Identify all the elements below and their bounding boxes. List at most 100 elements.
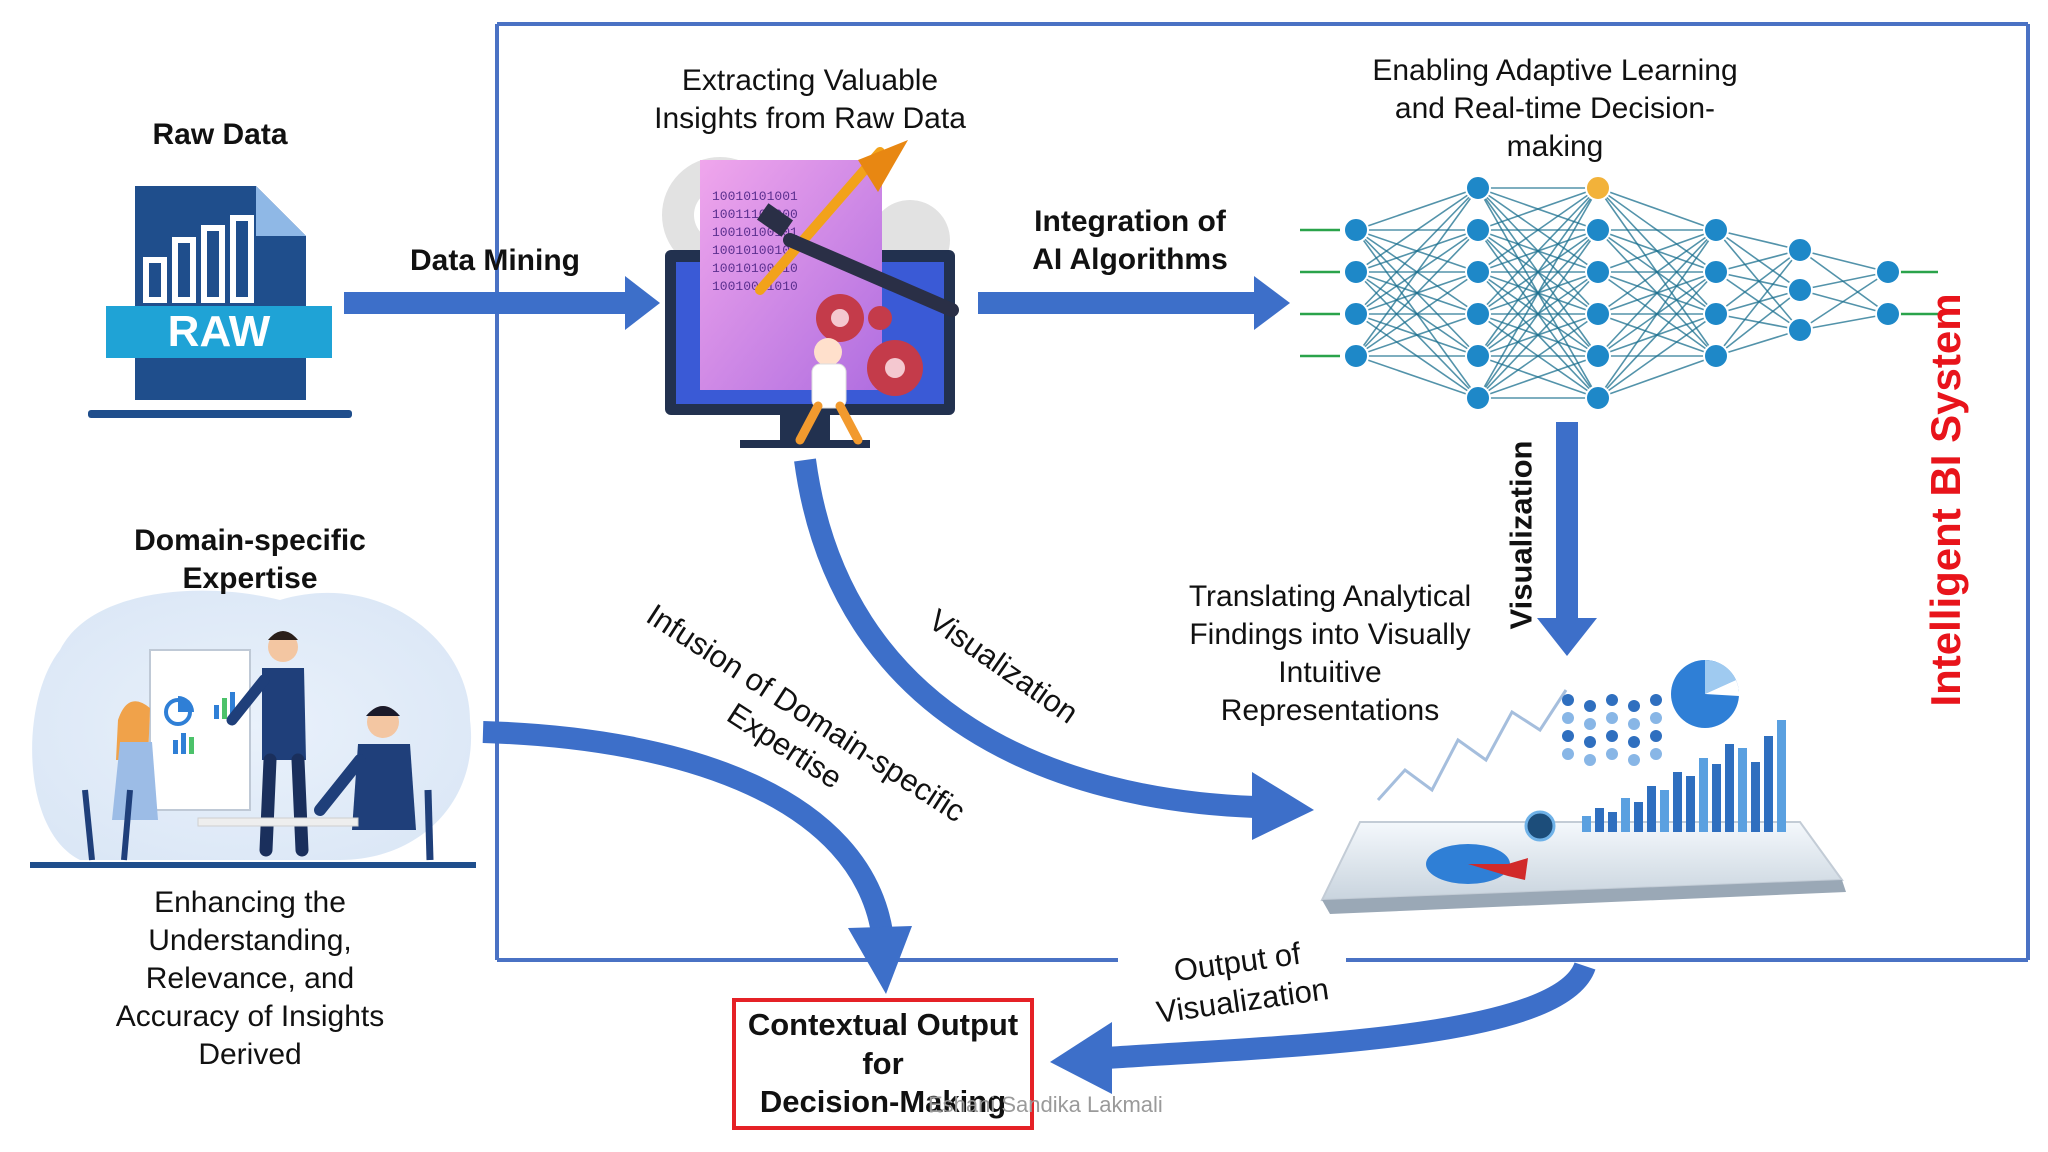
network-edge (1477, 187, 1599, 357)
integration-ai-label: Integration of AI Algorithms (1032, 205, 1228, 277)
decor-dot (1606, 730, 1618, 742)
raw-data-title: Raw Data (152, 118, 288, 151)
network-edge (1715, 249, 1801, 273)
decor-bar (1738, 748, 1747, 832)
network-node (1585, 217, 1611, 243)
decor-bar (1712, 764, 1721, 832)
decor-dot (1628, 718, 1640, 730)
decor-dot (1584, 700, 1596, 712)
network-edge (1799, 249, 1889, 315)
intelligent-bi-system-title: Intelligent BI System (1922, 293, 1969, 707)
neural-network-illustration (1300, 175, 1938, 411)
network-edge (1597, 355, 1717, 399)
decor-bar (1699, 758, 1708, 832)
network-edge (1355, 187, 1479, 357)
decor-dot (1584, 736, 1596, 748)
network-edge (1799, 313, 1889, 331)
decor-dot (1562, 730, 1574, 742)
network-edge (1715, 289, 1801, 357)
network-edge (1477, 187, 1599, 315)
decor-bar (1673, 772, 1682, 832)
bi-system-frame (495, 22, 2030, 962)
network-edge (1715, 229, 1801, 291)
network-edge (1477, 187, 1599, 231)
decor-bar (1621, 798, 1630, 832)
network-node (1787, 317, 1813, 343)
network-node (1585, 385, 1611, 411)
network-node (1787, 277, 1813, 303)
decor-dot (1650, 712, 1662, 724)
network-edge (1597, 229, 1717, 399)
decor-dot (1584, 718, 1596, 730)
decor-dot (1562, 694, 1574, 706)
network-node (1465, 217, 1491, 243)
decor-bar (1725, 744, 1734, 832)
arrow-output-visualization (1105, 961, 1596, 1069)
network-edge (1355, 187, 1479, 273)
network-edge (1597, 313, 1717, 399)
network-node (1787, 237, 1813, 263)
enhancing-understanding-label: Enhancing the Understanding, Relevance, … (115, 886, 385, 1072)
decor-bar (1647, 786, 1656, 832)
network-edge (1355, 271, 1479, 357)
network-node (1585, 259, 1611, 285)
decor-dot (1650, 694, 1662, 706)
decor-bar (1764, 736, 1773, 832)
network-edge (1715, 229, 1801, 251)
arrow-heads (625, 276, 1597, 1094)
business-meeting-illustration (30, 590, 476, 868)
decor-bar (1582, 816, 1591, 832)
network-edge (1355, 229, 1479, 357)
network-node (1585, 175, 1611, 201)
network-edge (1477, 313, 1599, 399)
binary-row: 10010100100 (712, 243, 798, 258)
decor-dot (1606, 712, 1618, 724)
decor-dot (1628, 736, 1640, 748)
decor-dot (1584, 754, 1596, 766)
decor-dot (1562, 748, 1574, 760)
decor-bar (1751, 762, 1760, 832)
contextual-output-box: Contextual Output for Decision-Making (732, 998, 1034, 1130)
network-edge (1715, 329, 1801, 357)
decor-bar (1777, 720, 1786, 832)
network-node (1703, 343, 1729, 369)
arrow-visualization-diag (794, 458, 1256, 818)
network-edge (1355, 355, 1479, 399)
decor-dot (1650, 748, 1662, 760)
network-edge (1477, 187, 1599, 273)
network-edge (1715, 249, 1801, 357)
network-edge (1799, 289, 1889, 315)
translating-findings-label: Translating Analytical Findings into Vis… (1188, 580, 1472, 728)
network-edge (1477, 229, 1599, 399)
network-edge (1799, 249, 1889, 273)
network-edge (1597, 229, 1717, 273)
network-node (1703, 217, 1729, 243)
arrows (344, 292, 1596, 1069)
adaptive-learning-label: Enabling Adaptive Learning and Real-time… (1372, 54, 1738, 164)
dashboard-tablet-illustration (1320, 660, 1846, 914)
network-edge (1715, 271, 1801, 331)
network-node (1585, 343, 1611, 369)
decor-bar (1634, 802, 1643, 832)
network-edge (1597, 271, 1717, 399)
decor-dot (1562, 712, 1574, 724)
data-mining-label: Data Mining (410, 244, 580, 277)
network-edge (1715, 229, 1801, 331)
network-edge (1477, 271, 1599, 399)
decor-dot (1650, 730, 1662, 742)
binary-row: 10010011010 (712, 279, 798, 294)
network-node (1343, 259, 1369, 285)
visualization-vertical-label: Visualization (1503, 440, 1539, 630)
raw-file-icon: RAW (88, 186, 352, 418)
network-edge (1597, 229, 1717, 357)
network-node (1875, 301, 1901, 327)
network-edge (1355, 187, 1479, 231)
network-node (1875, 259, 1901, 285)
network-node (1585, 301, 1611, 327)
network-edge (1355, 313, 1479, 357)
network-edge (1477, 187, 1599, 399)
network-edge (1799, 271, 1889, 331)
network-node (1465, 259, 1491, 285)
